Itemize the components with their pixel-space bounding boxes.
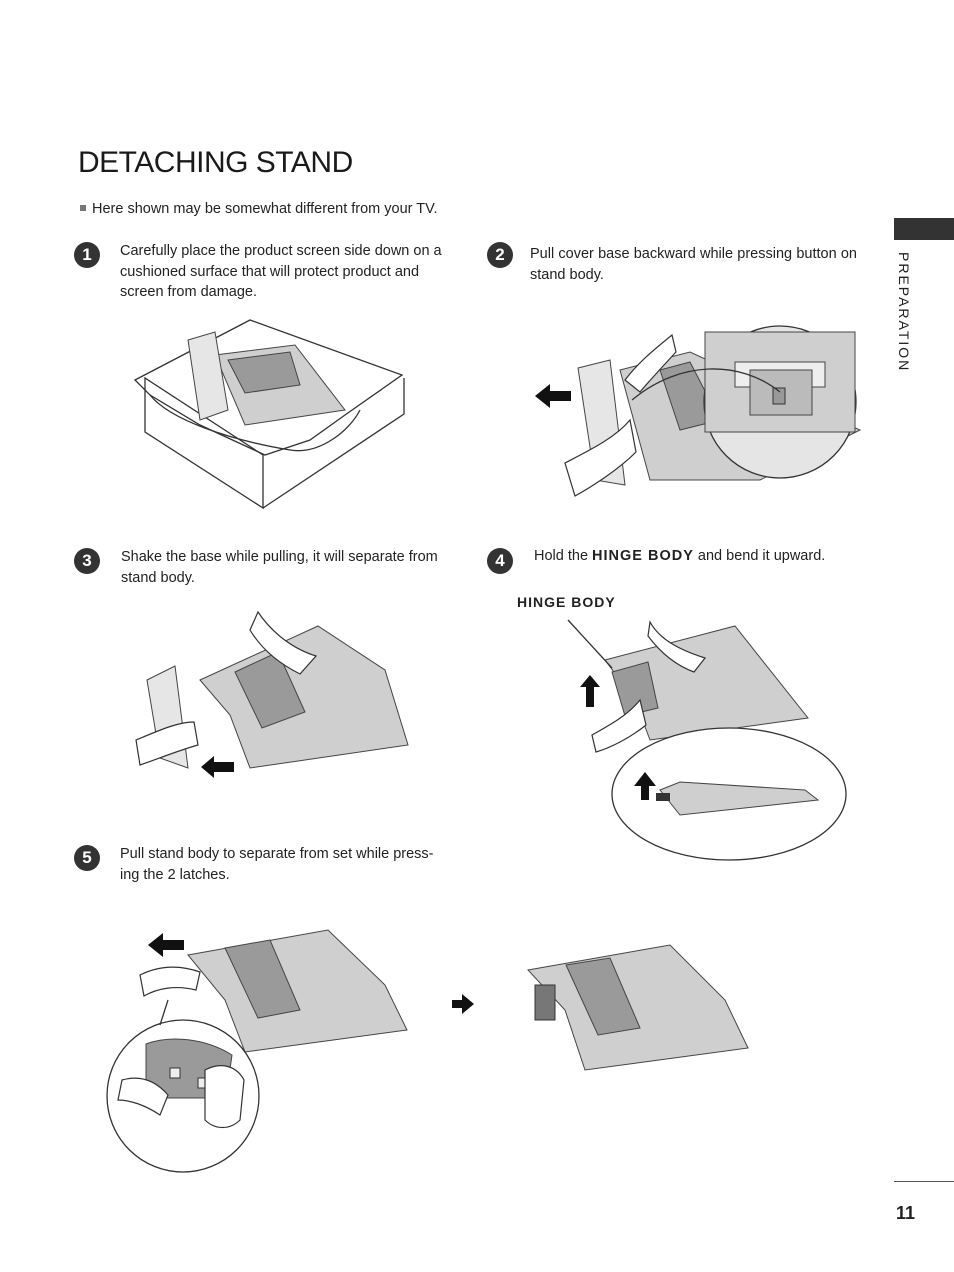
disclaimer-text: Here shown may be somewhat different fro…: [92, 201, 438, 217]
zoom-ellipse-step4: [611, 727, 847, 861]
step-1-text: Carefully place the product screen side …: [120, 243, 442, 300]
step-1-number: 1: [74, 242, 100, 268]
tv-rear-drawing-result: [527, 944, 749, 1071]
step-4-hinge-body-emphasis: HINGE BODY: [592, 548, 694, 564]
zoom-circle-step2: [631, 325, 857, 479]
step-5-text: Pull stand body to separate from set whi…: [120, 846, 434, 883]
section-tab-marker: [894, 218, 954, 240]
footer-rule: [894, 1181, 954, 1182]
pull-left-arrow-step2: [535, 384, 571, 408]
section-tab-label: PREPARATION: [896, 252, 912, 373]
step-2-number: 2: [487, 242, 513, 268]
disclaimer-note: Here shown may be somewhat different fro…: [80, 201, 437, 217]
next-result-arrow: [452, 994, 474, 1014]
latch-zoom-circle-step5: [106, 999, 260, 1173]
bend-up-arrow-step4: [580, 675, 600, 707]
cushioned-table-drawing: [133, 319, 405, 510]
step-4-text-after: and bend it upward.: [697, 548, 826, 564]
tv-rear-drawing-step2: [564, 333, 862, 497]
step-3-number: 3: [74, 548, 100, 574]
bullet-square-icon: [80, 205, 86, 211]
hinge-body-callout-label: HINGE BODY: [517, 594, 616, 610]
tv-rear-drawing-step4: [567, 619, 809, 753]
step-3-text: Shake the base while pulling, it will se…: [121, 549, 438, 586]
pull-left-arrow-step5: [148, 933, 184, 957]
pull-left-arrow-step3: [201, 756, 234, 778]
page-number: 11: [896, 1203, 916, 1223]
step-5-number: 5: [74, 845, 100, 871]
tv-rear-drawing-step5: [139, 929, 408, 1053]
step-4-text-before: Hold the: [534, 548, 589, 564]
tv-rear-drawing-step3: [135, 610, 409, 769]
step-4-text: Hold the HINGE BODY and bend it upward.: [534, 546, 864, 567]
step-2-text: Pull cover base backward while pressing …: [530, 246, 857, 283]
step-4-number: 4: [487, 548, 513, 574]
page-title: DETACHING STAND: [78, 146, 353, 179]
